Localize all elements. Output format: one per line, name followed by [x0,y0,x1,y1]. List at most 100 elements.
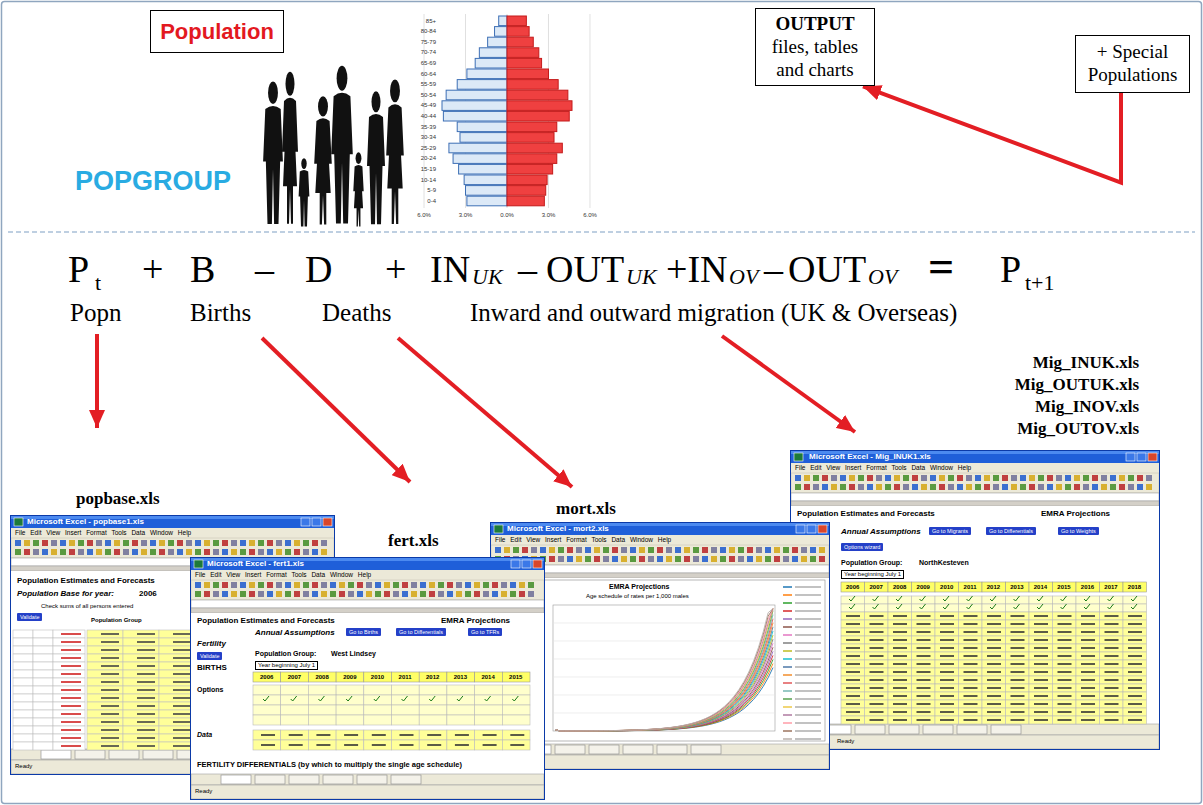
toolbar-icon [1002,475,1008,481]
toolbar-icon [24,540,30,546]
sheet-cell [1006,700,1030,708]
cell-value-mark [101,697,119,699]
toolbar-icon [474,591,480,597]
sheet-cell [959,652,983,660]
sheet-cell [1100,668,1124,676]
check-mark [967,604,973,609]
option-cell [475,715,503,725]
toolbar-icon [168,549,174,555]
cell-value-mark [846,687,860,689]
toolbar-icon [321,582,327,588]
cell-value-mark [964,719,978,721]
sheet-cell [123,654,159,662]
cell-value-mark [61,713,81,715]
female-bar [507,164,553,174]
check-mark [1131,604,1137,609]
toolbar-icon [429,591,435,597]
sheet-cell [1123,644,1147,652]
sheet-tab [657,745,687,754]
sheet-cell [1123,596,1147,604]
toolbar-icon [495,556,501,562]
cell-value-mark [1034,687,1048,689]
female-bar [507,143,562,153]
sheet-text: Options [197,686,223,694]
toolbar-icon [948,484,954,490]
toolbar-icon [222,582,228,588]
sheet-cell [1029,668,1053,676]
sheet-cell [1076,660,1100,668]
sheet-cell [1123,684,1147,692]
toolbar-icon [1101,475,1107,481]
male-bar [453,154,507,164]
toolbar-icon [240,549,246,555]
toolbar-icon [1011,475,1017,481]
person-silhouette [386,80,404,224]
cell-value-mark [400,744,414,746]
cell-value-mark [1128,671,1142,673]
dashed-divider [8,231,1195,232]
cell-value-mark [964,679,978,681]
cell-value-mark [173,689,191,691]
cell-value-mark [964,623,978,625]
cell-value-mark [1034,703,1048,705]
cell-value-mark [940,711,954,713]
toolbar-icon [576,556,582,562]
sheet-cell [123,702,159,710]
equation-term: – [518,250,537,288]
cell-value-mark [987,719,1001,721]
toolbar-icon [729,556,735,562]
chart-gridline [553,623,775,624]
sheet-cell [1006,596,1030,604]
toolbar-icon [1047,475,1053,481]
legend-sample [783,738,792,740]
cell-value-mark [917,711,931,713]
toolbar-icon [729,547,735,553]
sheet-cell [841,644,865,652]
mortality-curve [555,615,773,731]
mortality-curve [555,635,773,731]
sheet-cell [912,700,936,708]
cell-value-mark [846,695,860,697]
toolbar-icon [957,475,963,481]
sheet-cell [935,700,959,708]
option-cell [281,685,309,695]
sheet-cell [123,662,159,670]
toolbar-icon [60,540,66,546]
sheet-tabs [191,774,544,785]
formula-bar [191,600,544,608]
sheet-cell [13,686,33,694]
cell-value-mark [101,705,119,707]
sheet-cell [1006,692,1030,700]
cell-value-mark [101,657,119,659]
cell-value-mark [846,647,860,649]
sheet-cell [1006,660,1030,668]
toolbar-icon [792,547,798,553]
equation-term: +IN [666,250,728,288]
sheet-cell [1123,628,1147,636]
cell-value-mark [1081,679,1095,681]
data-cell [392,740,420,750]
toolbar-icon [105,540,111,546]
toolbar-icon [231,549,237,555]
toolbar-icon [141,549,147,555]
toolbar-icon [867,484,873,490]
sheet-cell [13,734,33,742]
cell-value-mark [940,647,954,649]
female-bar [507,175,547,185]
sheet-text: Population Estimates and Forecasts [17,576,155,585]
toolbar-icon [639,547,645,553]
fert-window: fert.xlsMicrosoft Excel - fert1.xlsFile … [190,557,545,800]
sheet-text: NorthKesteven [919,559,969,567]
window-button [312,518,321,526]
check-mark [873,596,879,601]
sheet-cell [935,716,959,724]
toolbar-icon [60,549,66,555]
check-mark [1108,604,1114,609]
data-cell [502,740,530,750]
window-button [1148,453,1157,461]
cell-value-mark [964,615,978,617]
sheet-cell [912,692,936,700]
sheet-cell [1053,700,1077,708]
sheet-cell [1029,628,1053,636]
legend-entry-mark [795,722,821,723]
